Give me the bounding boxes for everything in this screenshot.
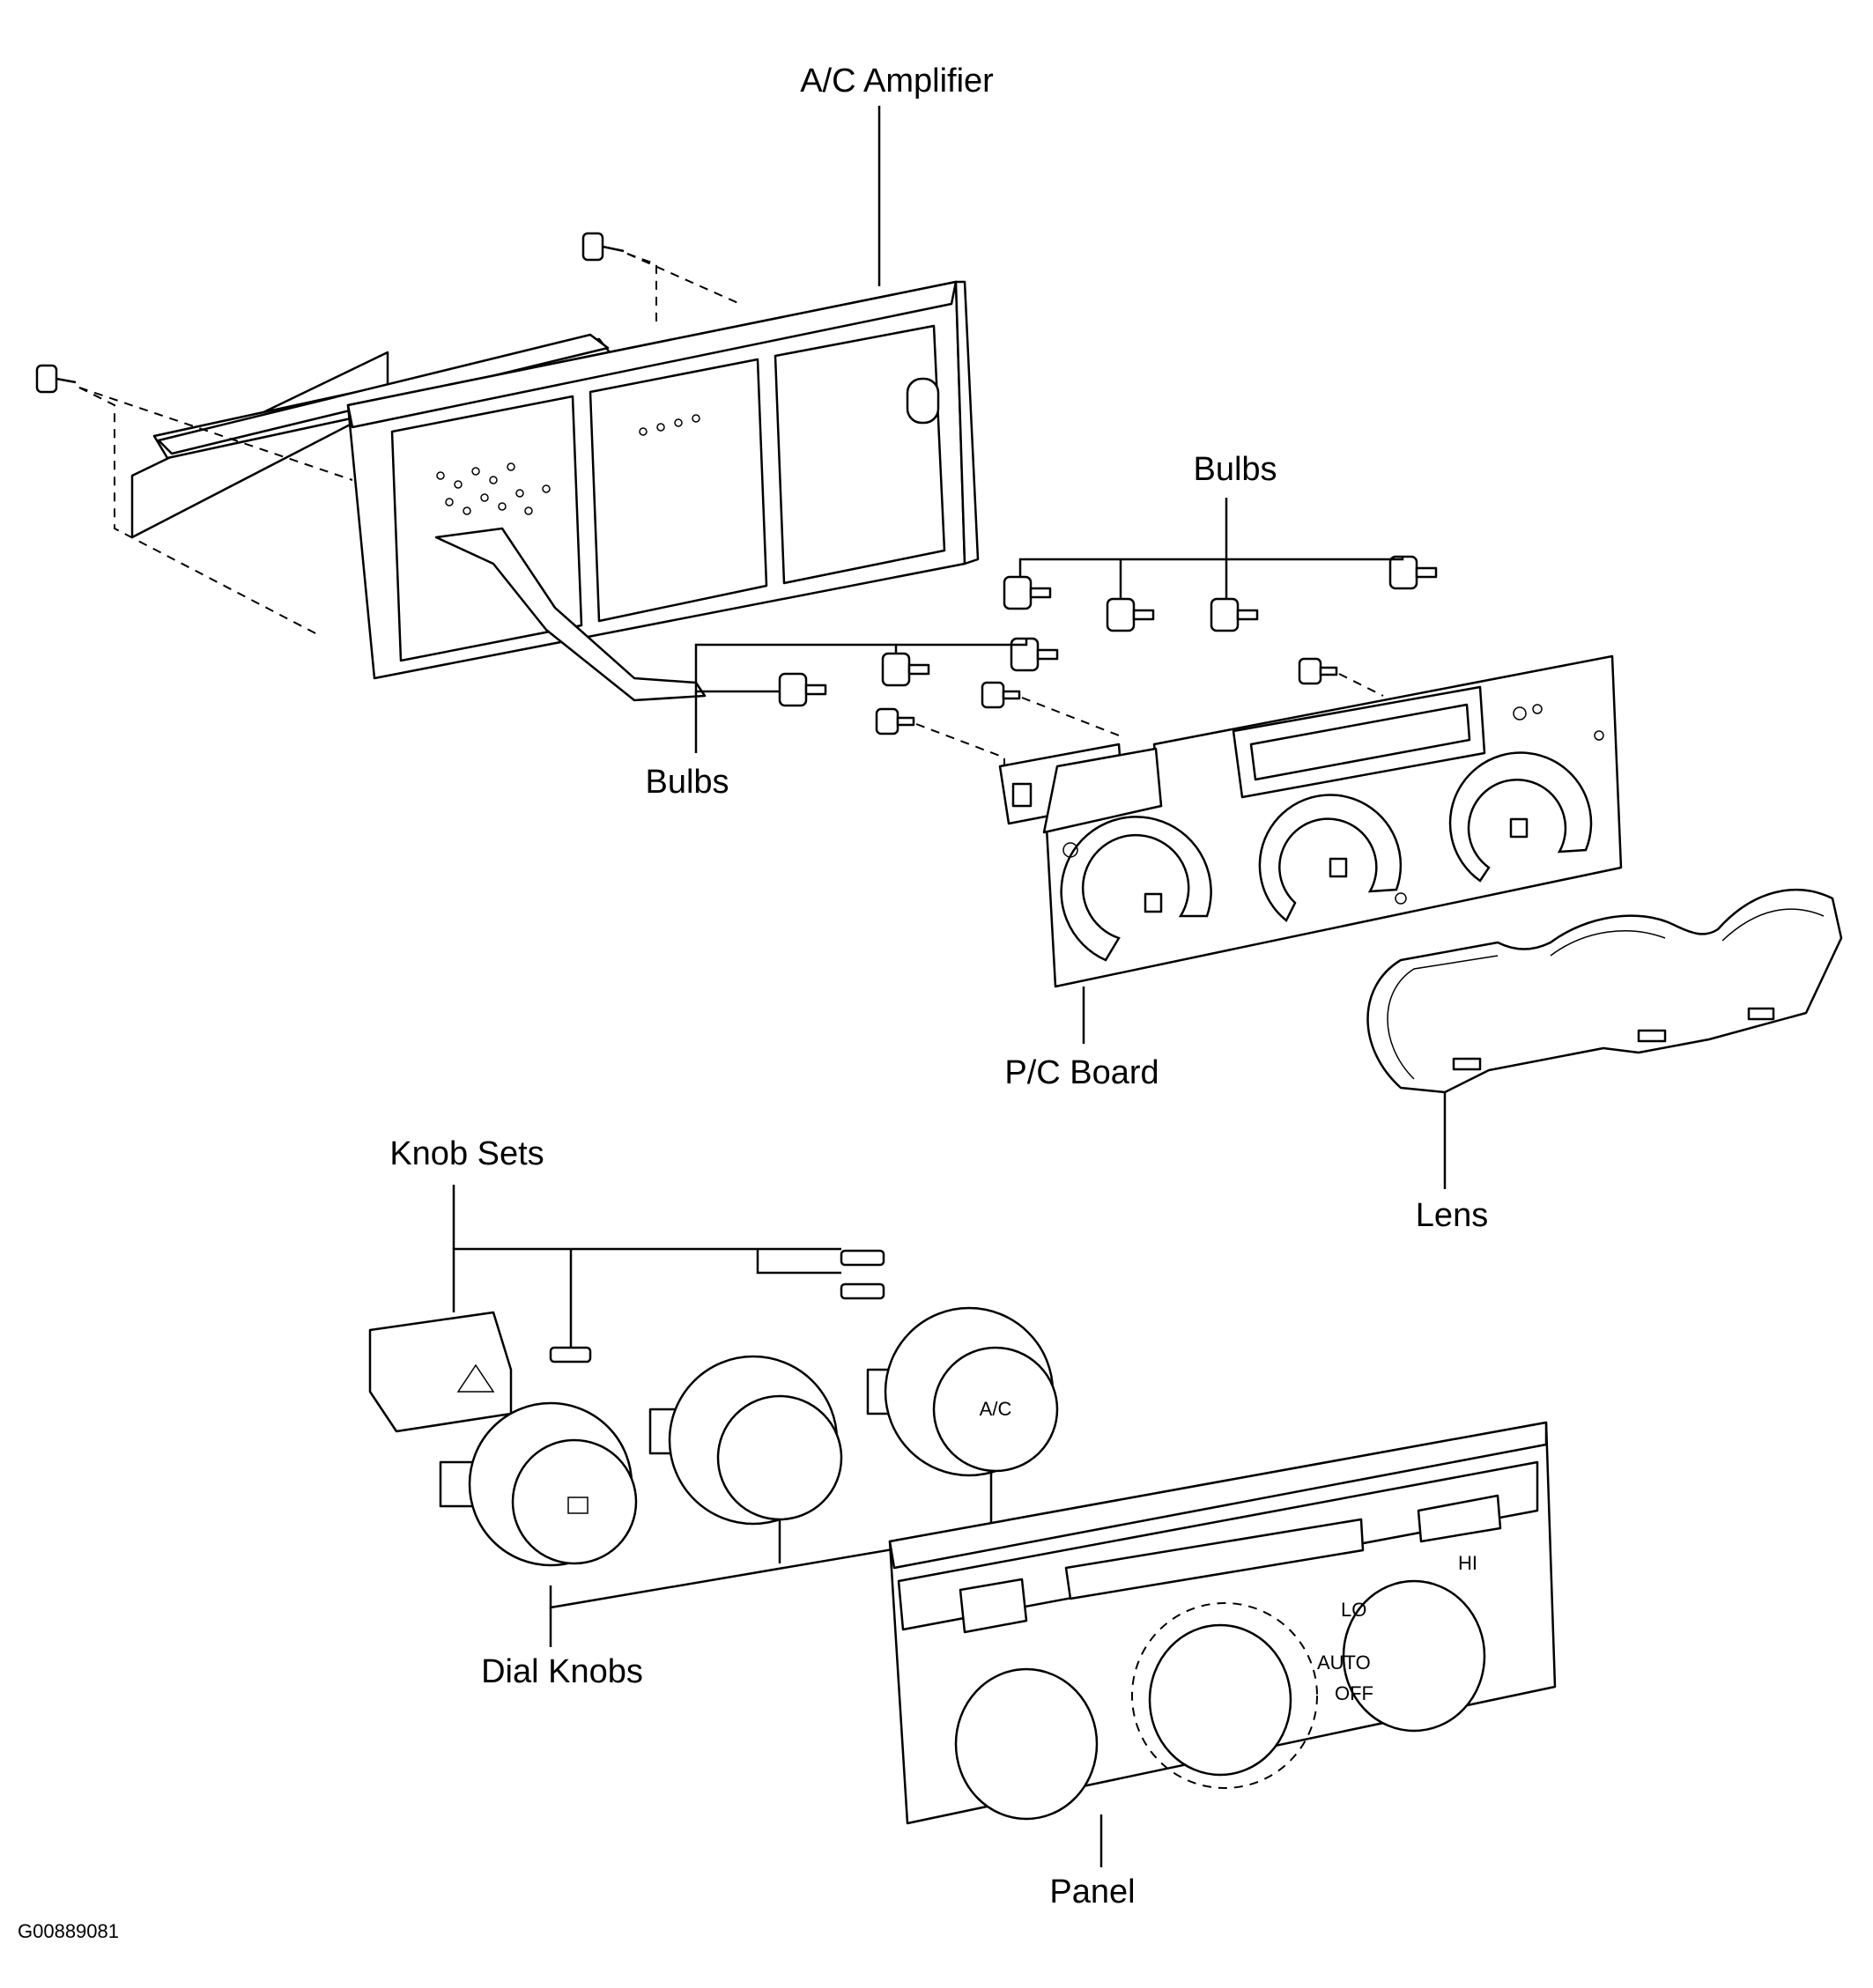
lens-part [1366, 888, 1843, 1094]
bulbs-upper-group [1003, 555, 1438, 632]
ac-knob-marking: A/C [980, 1398, 1012, 1420]
bulbs-upper-label: Bulbs [1193, 451, 1277, 488]
ac-amplifier-label: A/C Amplifier [800, 63, 994, 100]
dial-knob-defrost [439, 1401, 638, 1567]
knob-sets-group [368, 1247, 885, 1433]
pc-board-label: P/C Board [1004, 1054, 1159, 1091]
panel-marking-lo: LO [1341, 1599, 1366, 1621]
panel-marking-auto: AUTO [1317, 1652, 1371, 1674]
dial-knob-mode [648, 1355, 843, 1526]
figure-code: G00889081 [18, 1920, 119, 1942]
dial-knobs-label: Dial Knobs [481, 1653, 643, 1690]
amplifier-screw-left [35, 364, 353, 635]
amplifier-screw-top [581, 232, 741, 321]
dial-knob-ac: A/C [866, 1306, 1059, 1477]
lens-label: Lens [1416, 1197, 1488, 1234]
panel-marking-off: OFF [1335, 1682, 1373, 1704]
panel-marking-hi: HI [1458, 1552, 1477, 1574]
knob-sets-label: Knob Sets [389, 1135, 544, 1172]
control-panel-part: LO HI AUTO OFF [888, 1421, 1557, 1825]
bulbs-lower-label: Bulbs [645, 764, 729, 801]
pc-board-part [998, 654, 1623, 988]
panel-label: Panel [1049, 1873, 1135, 1910]
bulbs-lower-group [694, 637, 1384, 766]
ac-amplifier-part [35, 232, 980, 702]
dial-knobs-bracket [549, 1471, 993, 1609]
